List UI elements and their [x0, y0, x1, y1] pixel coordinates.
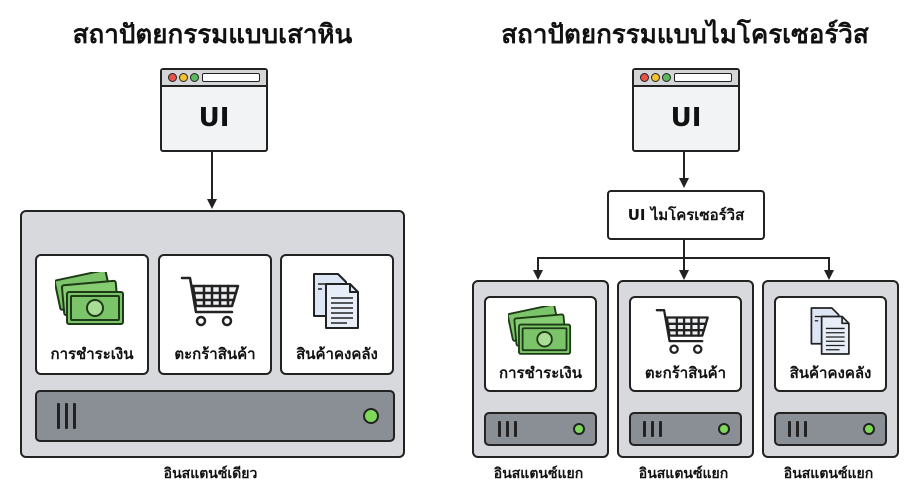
server-vents [498, 421, 517, 437]
instance-caption-payment: อินสแตนซ์แยก [493, 466, 584, 482]
service-label: ตะกร้าสินค้า [644, 364, 727, 382]
documents-icon [810, 307, 850, 355]
minimize-dot-icon [179, 73, 188, 82]
service-label: สินค้าคงคลัง [789, 364, 872, 382]
service-card-inventory: สินค้าคงคลัง [774, 296, 887, 392]
maximize-dot-icon [662, 73, 671, 82]
service-label: การชำระเงิน [499, 364, 582, 382]
minimize-dot-icon [651, 73, 660, 82]
ui-label: UI [670, 102, 702, 133]
ui-label: UI [198, 102, 230, 133]
close-dot-icon [168, 73, 177, 82]
instance-caption-inventory: อินสแตนซ์แยก [783, 466, 874, 482]
service-server [774, 412, 887, 446]
service-instance-payment: การชำระเงิน [472, 280, 609, 458]
service-instance-cart: ตะกร้าสินค้า [617, 280, 754, 458]
microservices-connectors [533, 150, 834, 280]
server-vents [57, 403, 76, 429]
status-led-icon [863, 423, 875, 435]
service-server [629, 412, 742, 446]
monolith-title: สถาปัตยกรรมแบบเสาหิน [72, 20, 353, 50]
cart-icon [655, 309, 709, 355]
microservices-title: สถาปัตยกรรมแบบไมโครเซอร์วิส [501, 20, 869, 50]
ui-microservice-gateway: UI ไมโครเซอร์วิส [607, 190, 765, 240]
service-card-cart: ตะกร้าสินค้า [629, 296, 742, 392]
monolith-ui-window: UI [160, 68, 268, 152]
service-instance-inventory: สินค้าคงคลัง [762, 280, 899, 458]
server-vents [643, 421, 662, 437]
maximize-dot-icon [190, 73, 199, 82]
service-card-payment: การชำระเงิน [484, 296, 597, 392]
microservices-ui-window: UI [632, 68, 740, 152]
documents-icon [313, 273, 359, 329]
instance-caption-cart: อินสแตนซ์แยก [638, 466, 729, 482]
monolith-card-payment: การชำระเงิน [35, 254, 149, 375]
window-titlebar [634, 70, 738, 87]
service-label: สินค้าคงคลัง [296, 345, 378, 363]
service-server [484, 412, 597, 446]
service-label: การชำระเงิน [50, 345, 134, 363]
status-led-icon [363, 408, 379, 424]
server-vents [788, 421, 807, 437]
status-led-icon [573, 423, 585, 435]
monolith-card-inventory: สินค้าคงคลัง [280, 254, 394, 375]
status-led-icon [718, 423, 730, 435]
address-bar [674, 73, 732, 82]
money-icon [55, 272, 124, 325]
monolith-server [35, 390, 395, 442]
window-titlebar [162, 70, 266, 87]
address-bar [202, 73, 260, 82]
money-icon [508, 306, 572, 355]
cart-icon [180, 276, 240, 327]
service-label: ตะกร้าสินค้า [174, 345, 256, 363]
monolith-instance-caption: อินสแตนซ์เดียว [163, 466, 258, 482]
monolith-card-cart: ตะกร้าสินค้า [158, 254, 272, 375]
close-dot-icon [640, 73, 649, 82]
